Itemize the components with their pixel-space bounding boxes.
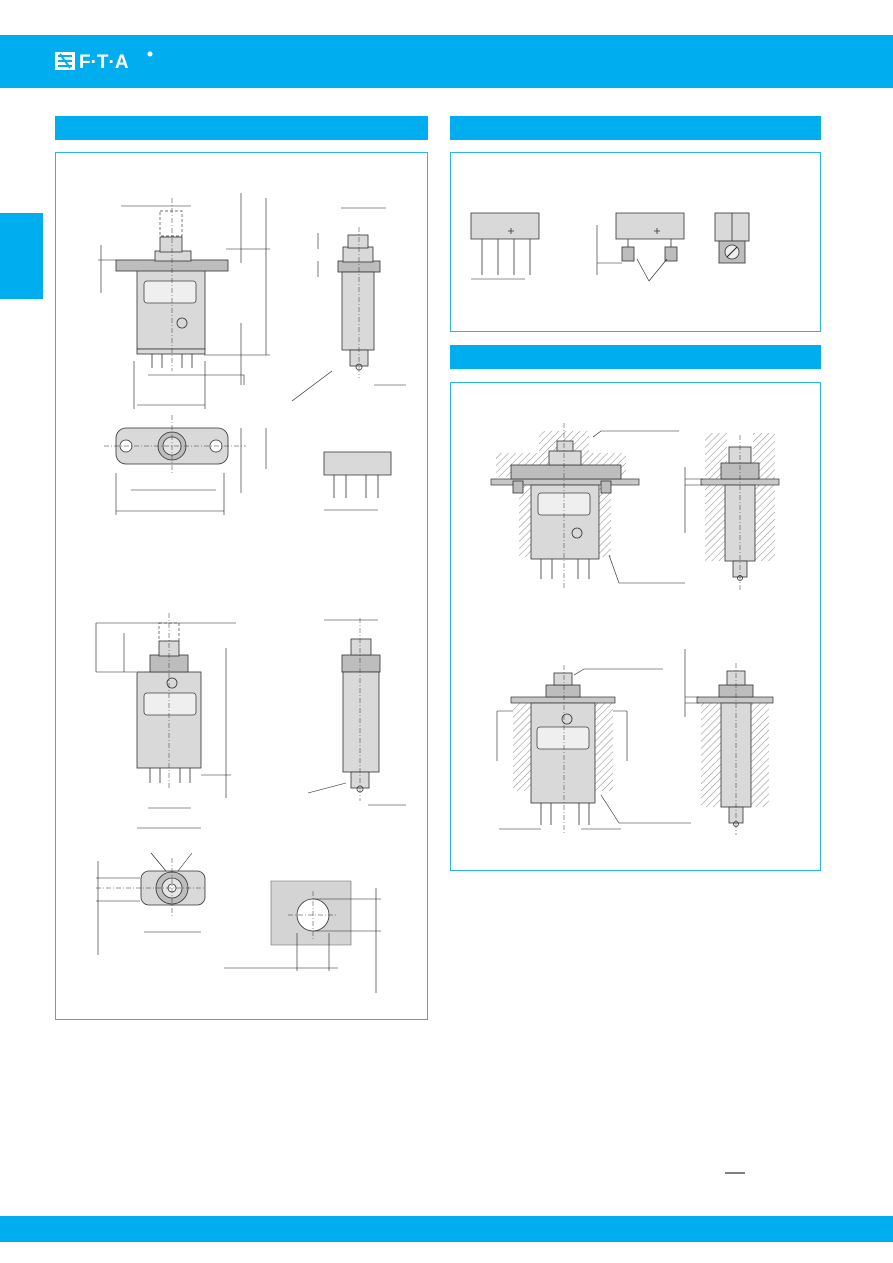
page-mark-icon [725, 1171, 745, 1181]
terminal-drawings [470, 212, 750, 282]
terminal-screw-connectors [596, 212, 685, 282]
mounting-panel [450, 382, 821, 871]
terminal-screw-detail [714, 212, 750, 264]
terminal-detail [323, 451, 392, 511]
fta-logo-icon: F·T·A [55, 50, 155, 72]
side-tab [0, 213, 43, 299]
mounting-bushing-front [496, 665, 691, 833]
terminal-solder-pins [470, 212, 540, 280]
svg-text:F·T·A: F·T·A [79, 52, 129, 72]
front-view-flange [98, 193, 270, 409]
header-bar [0, 35, 893, 88]
mounting-flange-front [490, 423, 685, 588]
panel-cutout [224, 880, 381, 993]
section-header-mounting [450, 345, 821, 369]
terminals-panel [450, 152, 821, 332]
dimensions-panel [55, 152, 428, 1020]
front-view-bushing [95, 613, 236, 829]
top-view-bushing [96, 852, 206, 955]
top-view-flange [104, 415, 267, 515]
section-header-dimensions [55, 116, 428, 140]
mounting-flange-side [684, 433, 780, 591]
side-view-flange [291, 207, 406, 402]
mounting-bushing-side [684, 649, 774, 835]
section-header-terminals [450, 116, 821, 140]
dimension-drawings [95, 193, 406, 993]
side-view-bushing [307, 618, 406, 806]
footer-bar [0, 1216, 893, 1242]
mounting-drawings [490, 423, 780, 835]
